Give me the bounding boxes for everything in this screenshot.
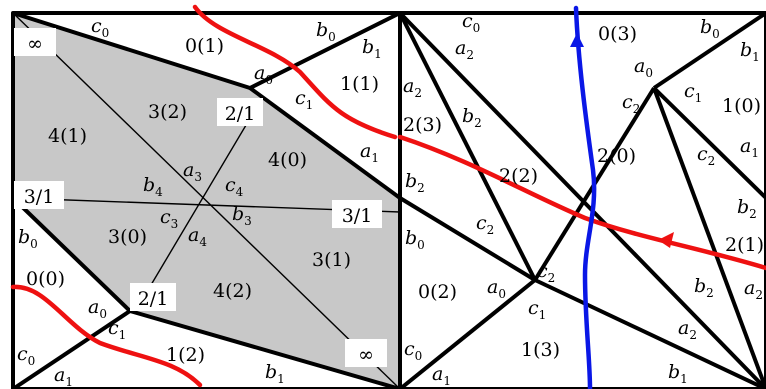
label-a2-edge-right: a2: [744, 277, 763, 302]
blue-arrowhead: [570, 33, 584, 47]
label-c0-bottom-left: c0: [17, 343, 35, 368]
label-b4: b4: [143, 174, 163, 199]
region-2-0: 2(0): [597, 145, 636, 167]
label-b1-bottom-right: b1: [668, 361, 688, 386]
red-arrowhead: [658, 232, 674, 248]
region-0-2: 0(2): [418, 281, 457, 303]
red-curve-right: [397, 134, 766, 271]
region-4-2: 4(2): [213, 280, 252, 302]
label-a4: a4: [188, 224, 207, 249]
region-3-2: 3(2): [148, 101, 187, 123]
label-c2-mid-right: c2: [697, 143, 715, 168]
label-c1-bottom-left: c1: [108, 317, 126, 342]
red-curves: [10, 4, 766, 388]
region-1-3: 1(3): [521, 339, 560, 361]
label-a1-right-right: a1: [740, 135, 759, 160]
label-b0-left: b0: [18, 226, 38, 251]
label-a1-right-left: a1: [360, 140, 379, 165]
label-a3: a3: [183, 159, 202, 184]
label-b3: b3: [232, 203, 252, 228]
label-a1-bottom-left: a1: [54, 364, 73, 389]
edge-labels-left: c0 b0 b1 a0 c1 a1 b2 b0 a0 c1 c0 a1 b1 a…: [17, 15, 425, 389]
region-4-1: 4(1): [48, 125, 87, 147]
region-1-2: 1(2): [166, 344, 205, 366]
label-c1-top-left: c1: [295, 87, 313, 112]
label-b2-mid-right: b2: [462, 105, 482, 130]
region-3-1: 3(1): [312, 249, 351, 271]
label-a2-top-right: a2: [455, 37, 474, 62]
label-c2-center-right: c2: [537, 260, 555, 285]
red-curve-bottom: [10, 284, 203, 388]
region-0-0: 0(0): [26, 268, 65, 290]
region-0-3: 0(3): [598, 23, 637, 45]
blue-curve: [573, 5, 597, 389]
region-0-1: 0(1): [185, 35, 224, 57]
region-1-0: 1(0): [722, 95, 761, 117]
label-b0-top-left: b0: [316, 19, 336, 44]
label-a0-top-right: a0: [634, 55, 653, 80]
label-a0-lower-right: a0: [487, 276, 506, 301]
label-c1-top-right: c1: [684, 80, 702, 105]
region-4-0: 4(0): [268, 149, 307, 171]
region-2-3: 2(3): [403, 114, 442, 136]
label-c2-lower-right: c2: [476, 212, 494, 237]
box-two-one-top: 2/1: [225, 103, 256, 125]
label-a2-lower-right: a2: [678, 317, 697, 342]
label-b2-lower-right: b2: [694, 275, 714, 300]
label-a2-left-right: a2: [403, 75, 422, 100]
red-curve-top: [192, 4, 398, 140]
label-c0-top-right: c0: [462, 10, 480, 35]
box-inf-top-left: ∞: [27, 33, 43, 55]
region-3-0: 3(0): [108, 226, 147, 248]
box-two-one-bottom: 2/1: [138, 288, 169, 310]
label-b1-top-right: b1: [740, 39, 760, 64]
region-1-1: 1(1): [340, 73, 379, 95]
label-c0-top-left: c0: [91, 15, 109, 40]
region-2-1: 2(1): [725, 234, 764, 256]
label-b1-bottom-left: b1: [265, 361, 285, 386]
label-c3: c3: [160, 206, 178, 231]
label-c2-top-right: c2: [622, 91, 640, 116]
label-a0-top-left: a0: [254, 62, 273, 87]
label-b0-left-right: b0: [405, 227, 425, 252]
label-a0-bottom-left: a0: [88, 296, 107, 321]
region-labels: 0(1) 1(1) 3(2) 4(1) 4(0) 3(0) 0(0) 4(2) …: [26, 23, 764, 366]
box-three-one-right: 3/1: [342, 205, 373, 227]
label-a1-bottom-right: a1: [432, 363, 451, 388]
box-labels: ∞ 2/1 3/1 3/1 2/1 ∞: [14, 28, 387, 367]
box-inf-bottom-right: ∞: [358, 344, 374, 366]
label-c0-bottom-right: c0: [404, 338, 422, 363]
label-b1-top-left: b1: [362, 36, 382, 61]
region-2-2: 2(2): [499, 165, 538, 187]
label-c4: c4: [225, 174, 244, 199]
label-b2-right-right: b2: [737, 196, 757, 221]
box-three-one-left: 3/1: [24, 186, 55, 208]
thick-edges: [11, 11, 766, 389]
label-c1-lower-right: c1: [528, 297, 546, 322]
label-b2-right-left: b2: [405, 170, 425, 195]
label-b0-top-right: b0: [700, 16, 720, 41]
edge-labels-right: c0 a2 b0 b1 a0 c2 c1 a2 b2 c2 a1 b2 b0 c…: [403, 10, 763, 388]
